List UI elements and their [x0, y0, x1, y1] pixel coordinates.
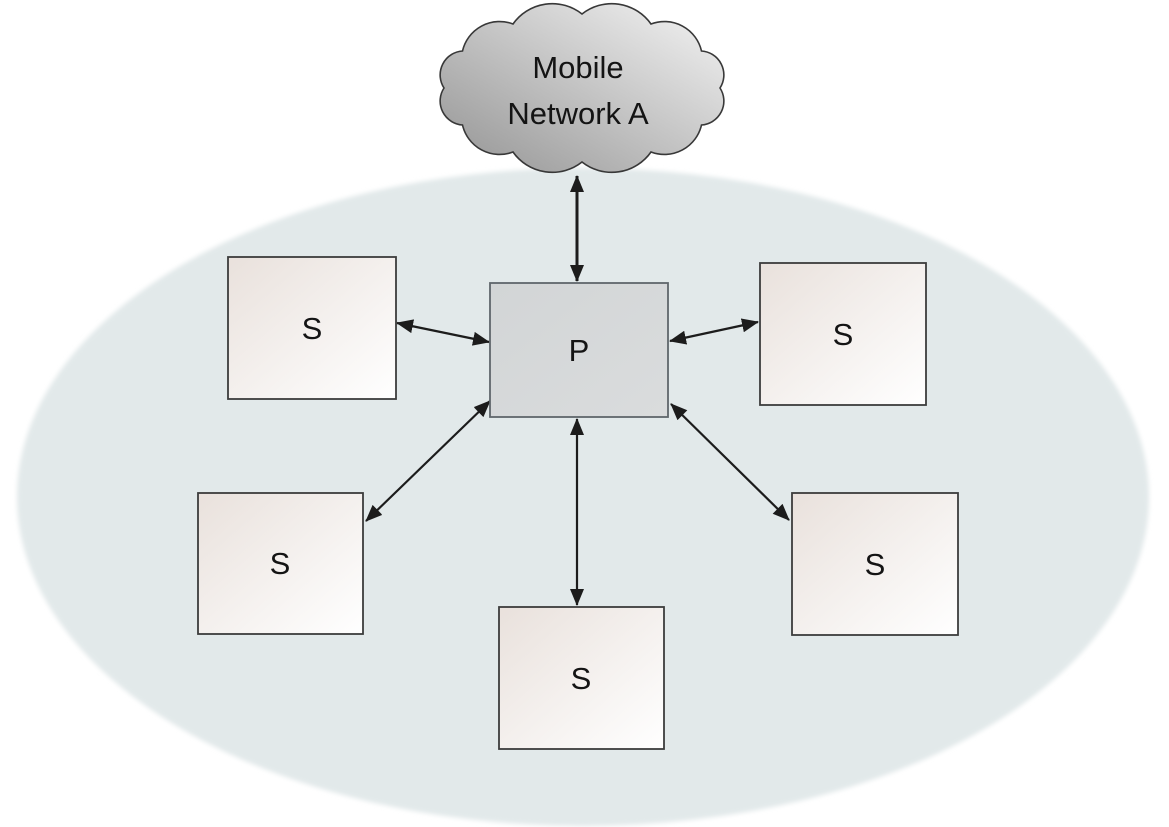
- cloud-label-line2: Network A: [507, 96, 649, 131]
- satellite-node-box: [227, 256, 397, 400]
- hub-label: P: [569, 333, 590, 368]
- satellite-node-bottom-right: S: [791, 492, 959, 636]
- satellite-label: S: [833, 317, 854, 352]
- satellite-node-top-left: S: [227, 256, 397, 400]
- arrow-hub-to-s-top-right: [669, 318, 759, 345]
- satellite-label: S: [302, 311, 323, 346]
- satellite-label: S: [865, 547, 886, 582]
- hub-node-box: [489, 282, 669, 418]
- satellite-node-box: [197, 492, 364, 635]
- cloud-shape: [439, 2, 725, 174]
- arrow-hub-to-s-top-left: [396, 319, 490, 346]
- satellite-node-bottom-center: S: [498, 606, 665, 750]
- satellite-node-box: [791, 492, 959, 636]
- cloud-node: Mobile Network A: [439, 2, 725, 174]
- arrow-hub-to-s-bottom-right: [670, 403, 790, 521]
- cloud-label-line1: Mobile: [532, 50, 623, 85]
- satellite-node-top-right: S: [759, 262, 927, 406]
- satellite-label: S: [571, 661, 592, 696]
- hub-node: P: [489, 282, 669, 418]
- satellite-node-box: [759, 262, 927, 406]
- arrow-hub-to-s-bottom-left: [365, 400, 491, 522]
- satellite-node-bottom-left: S: [197, 492, 364, 635]
- satellite-node-box: [498, 606, 665, 750]
- satellite-label: S: [270, 546, 291, 581]
